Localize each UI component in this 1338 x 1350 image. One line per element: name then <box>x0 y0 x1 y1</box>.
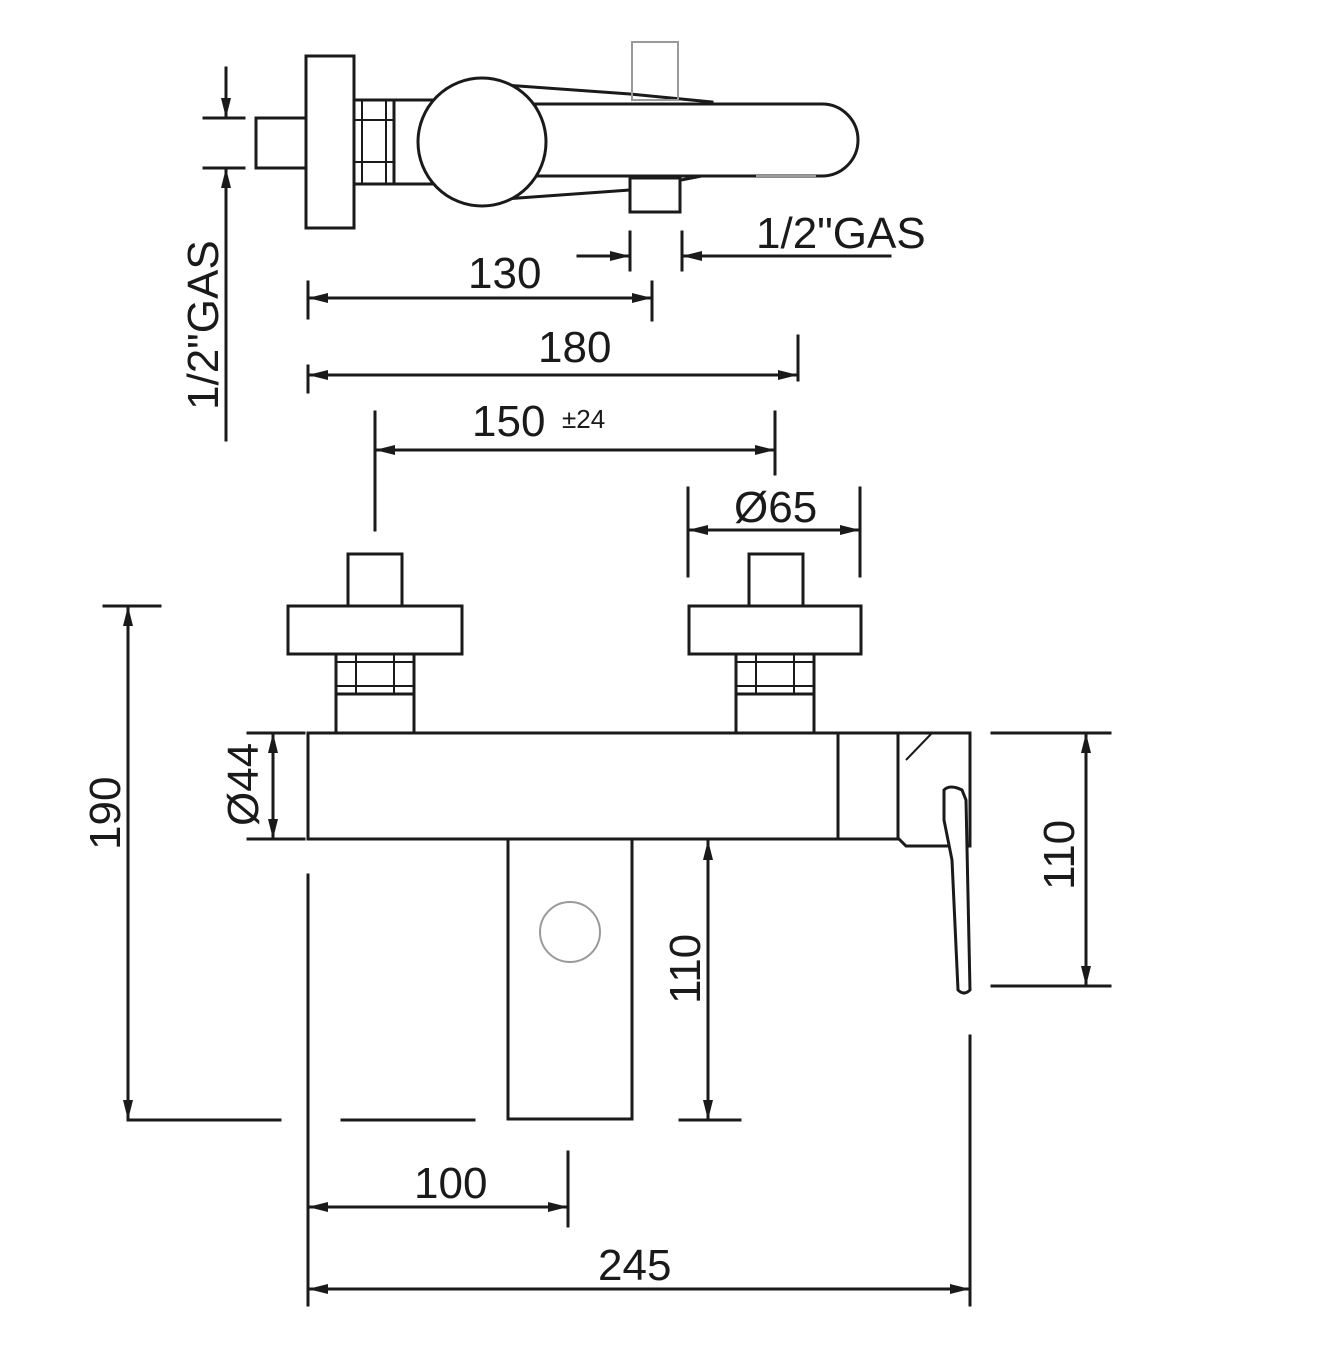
left-inlet-stub <box>346 552 404 610</box>
label-total-height: 190 <box>81 777 130 850</box>
mixer-body <box>306 731 900 841</box>
label-depth-180: 180 <box>538 323 611 372</box>
front-view: 150 ±24 Ø65 <box>81 397 1112 1307</box>
spout <box>506 837 634 1121</box>
right-inlet-stub <box>747 552 805 610</box>
label-spout-height: 110 <box>661 934 710 1004</box>
label-inlet-thread: 1/2"GAS <box>179 240 228 410</box>
top-hex-nut <box>352 98 396 186</box>
spout-outlet-circle <box>539 901 601 963</box>
label-lever-height: 110 <box>1035 820 1084 890</box>
top-outlet-stub <box>628 176 682 214</box>
label-spout-offset: 100 <box>414 1159 487 1208</box>
top-inlet-stub <box>254 116 308 170</box>
right-rosette <box>687 604 863 656</box>
label-outlet-thread: 1/2"GAS <box>756 209 926 258</box>
top-body-circle <box>416 76 548 208</box>
label-inlet-spacing-tolerance: ±24 <box>562 404 605 434</box>
top-view: 1/2"GAS 1/2"GAS 130 180 <box>179 41 926 442</box>
label-total-width: 245 <box>598 1241 671 1290</box>
label-inlet-spacing: 150 <box>472 397 545 446</box>
label-depth-130: 130 <box>468 249 541 298</box>
right-connector <box>734 692 816 736</box>
left-hex-nut <box>334 652 416 696</box>
top-rosette <box>304 54 356 230</box>
lever-handle <box>942 785 972 995</box>
right-hex-nut <box>734 652 816 696</box>
label-body-diameter: Ø44 <box>219 743 268 826</box>
left-connector <box>334 692 416 736</box>
label-rosette-diameter: Ø65 <box>734 483 817 532</box>
top-spout <box>498 102 860 178</box>
top-cap-upper <box>631 41 679 101</box>
left-rosette <box>286 604 464 656</box>
